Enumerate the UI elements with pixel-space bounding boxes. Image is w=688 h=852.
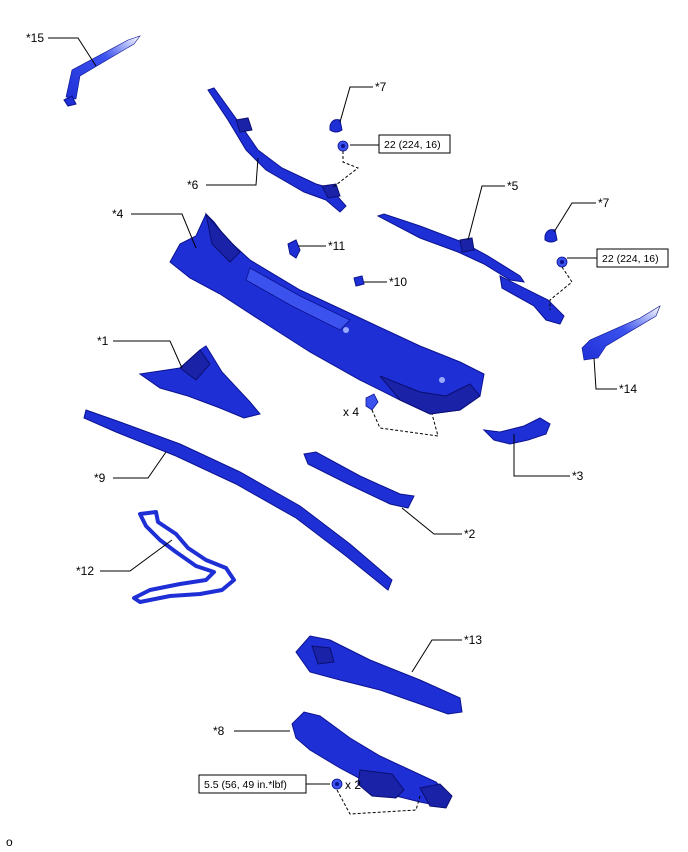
callout-1: *1 xyxy=(97,334,109,348)
callout-5: *5 xyxy=(507,179,519,193)
part-13-cowl-lower xyxy=(295,635,463,715)
part-6-wiper-arm xyxy=(207,87,347,213)
quantity-x2: x 2 xyxy=(345,778,361,792)
callout-13: *13 xyxy=(464,633,482,647)
part-5-wiper-arm xyxy=(376,213,565,325)
clip-x4 xyxy=(365,393,379,411)
torque-box-2: 22 (224, 16) xyxy=(596,248,669,268)
callout-14: *14 xyxy=(619,382,637,396)
part-15-wiper-blade xyxy=(63,35,141,107)
callout-4: *4 xyxy=(112,207,124,221)
part-14-wiper-blade xyxy=(581,305,661,361)
part-1-cowl-side-cover xyxy=(138,345,261,419)
leader-lines xyxy=(48,37,617,815)
callout-3: *3 xyxy=(572,469,584,483)
callout-15: *15 xyxy=(26,31,44,45)
quantity-x4: x 4 xyxy=(343,405,359,419)
torque-spec-2: 22 (224, 16) xyxy=(602,253,659,265)
torque-spec-3: 5.5 (56, 49 in.*lbf) xyxy=(204,779,287,791)
callout-9: *9 xyxy=(94,471,106,485)
bolt-x2 xyxy=(331,778,343,790)
callout-12: *12 xyxy=(76,564,94,578)
part-4-cowl-top-panel xyxy=(169,212,485,415)
part-9-weatherstrip-seal xyxy=(83,409,393,591)
part-12-washer-hose xyxy=(132,510,236,604)
callout-6: *6 xyxy=(187,178,199,192)
callout-2: *2 xyxy=(464,527,476,541)
footer-mark: o xyxy=(6,835,13,849)
torque-box-3: 5.5 (56, 49 in.*lbf) xyxy=(198,774,307,794)
callout-7-right: *7 xyxy=(598,196,610,210)
part-11-clip xyxy=(287,239,301,259)
nut-right xyxy=(556,256,568,268)
part-7-cap-left xyxy=(329,119,343,133)
nut-left xyxy=(337,140,349,152)
part-3-bracket xyxy=(482,417,551,445)
part-10-grommet xyxy=(353,275,365,287)
callout-11: *11 xyxy=(328,239,345,253)
part-8-wiper-motor-linkage xyxy=(291,711,453,809)
torque-spec-1: 22 (224, 16) xyxy=(384,139,441,151)
callout-10: *10 xyxy=(389,275,407,289)
callout-8: *8 xyxy=(213,724,225,738)
part-7-cap-right xyxy=(544,229,558,243)
callout-7-left: *7 xyxy=(375,80,387,94)
part-2-cowl-panel-lower xyxy=(303,451,415,509)
torque-box-1: 22 (224, 16) xyxy=(378,134,451,154)
